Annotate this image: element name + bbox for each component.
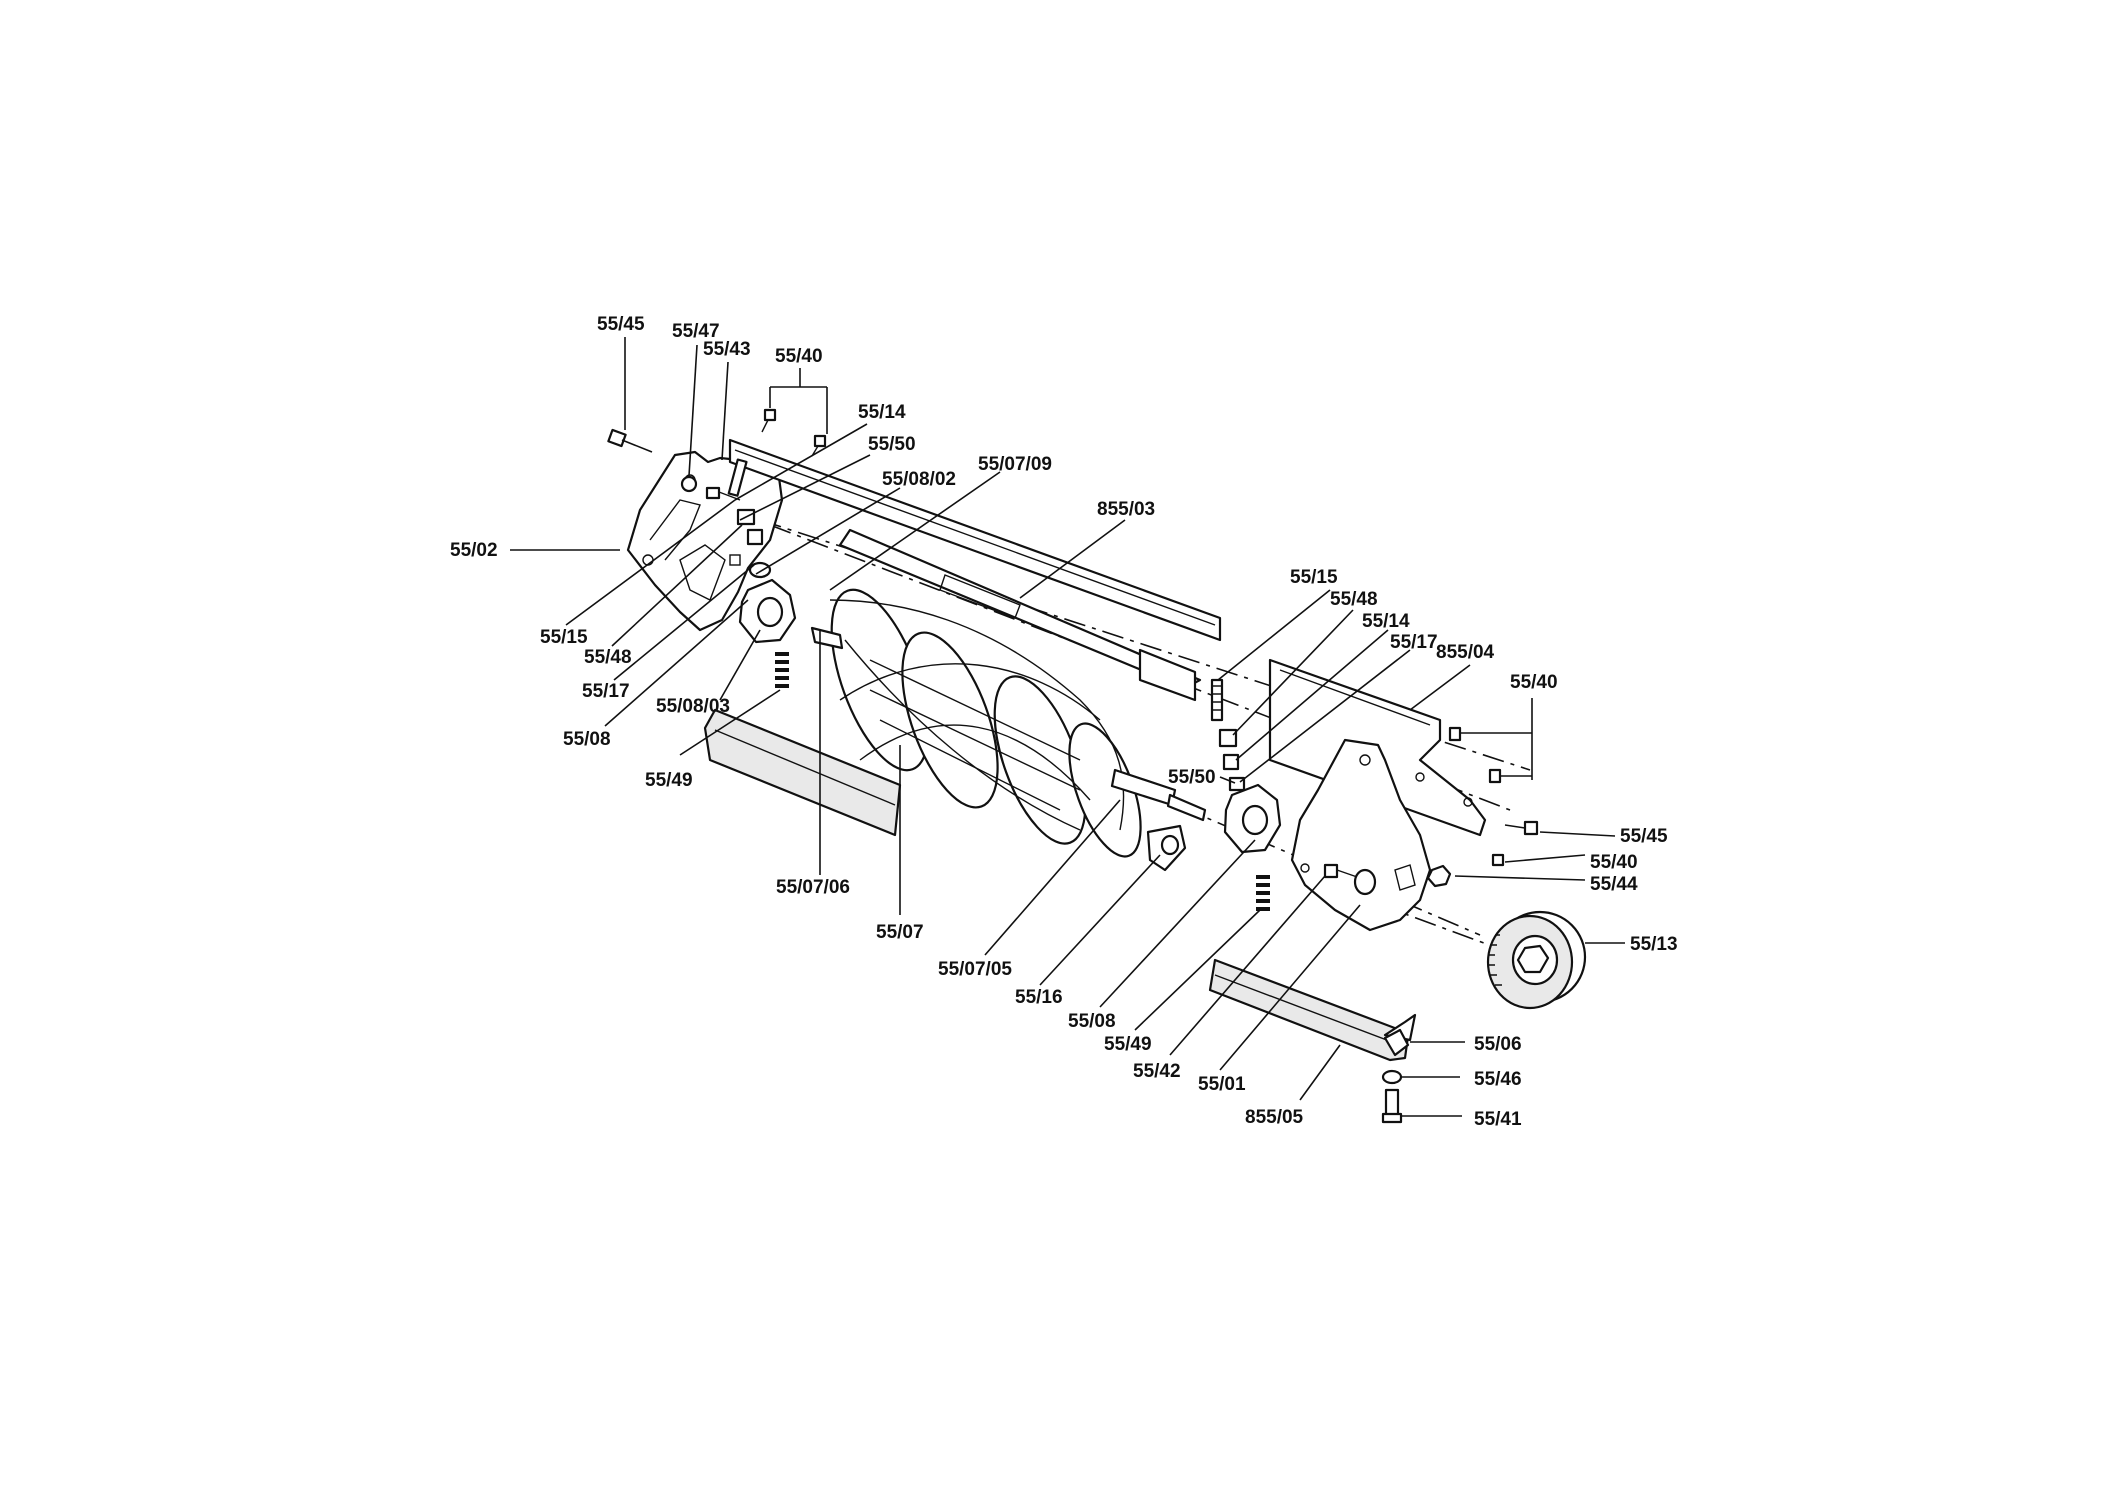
label-55-49-right: 55/49: [1104, 1034, 1152, 1055]
leader-lines: [510, 337, 1625, 1117]
label-55-48-left: 55/48: [584, 647, 632, 668]
label-855-05: 855/05: [1245, 1107, 1304, 1128]
label-55-14-left: 55/14: [858, 402, 906, 423]
label-55-14-right: 55/14: [1362, 611, 1410, 632]
cutting-cylinder: [810, 588, 1207, 858]
label-55-45-top: 55/45: [597, 314, 645, 335]
left-bottom-blade: [703, 708, 902, 837]
label-55-45-right: 55/45: [1620, 826, 1668, 847]
label-55-41: 55/41: [1474, 1109, 1522, 1130]
label-55-07: 55/07: [876, 922, 924, 943]
label-855-03: 855/03: [1097, 499, 1155, 520]
label-55-46: 55/46: [1474, 1069, 1522, 1090]
label-55-06: 55/06: [1474, 1034, 1522, 1055]
label-55-48-right: 55/48: [1330, 589, 1378, 610]
label-55-13: 55/13: [1630, 934, 1678, 955]
label-55-40-right: 55/40: [1510, 672, 1558, 693]
label-55-08-right: 55/08: [1068, 1011, 1116, 1032]
label-55-40-lower: 55/40: [1590, 852, 1638, 873]
label-55-16: 55/16: [1015, 987, 1063, 1008]
label-55-07-06: 55/07/06: [776, 877, 850, 898]
label-55-07-05: 55/07/05: [938, 959, 1012, 980]
label-55-17-right: 55/17: [1390, 632, 1438, 653]
label-55-50-right: 55/50: [1168, 767, 1216, 788]
label-55-07-09: 55/07/09: [978, 454, 1052, 475]
right-side-plate: [1290, 738, 1432, 932]
label-55-44: 55/44: [1590, 874, 1638, 895]
roller-wheel: [1486, 910, 1587, 1010]
label-55-50-left: 55/50: [868, 434, 916, 455]
label-55-42: 55/42: [1133, 1061, 1181, 1082]
label-855-04: 855/04: [1436, 642, 1495, 663]
front-roller-bar: [728, 438, 1222, 702]
part-labels: 55/45 55/47 55/43 55/40 55/14 55/50 55/0…: [450, 314, 1678, 1130]
label-55-08-03: 55/08/03: [656, 696, 730, 717]
label-55-17-left: 55/17: [582, 681, 630, 702]
label-55-15-left: 55/15: [540, 627, 588, 648]
label-55-43: 55/43: [703, 339, 751, 360]
label-55-08-02: 55/08/02: [882, 469, 956, 490]
label-55-02: 55/02: [450, 540, 498, 561]
label-55-01: 55/01: [1198, 1074, 1246, 1095]
label-55-08-left: 55/08: [563, 729, 611, 750]
label-55-47: 55/47: [672, 321, 720, 342]
label-55-15-right: 55/15: [1290, 567, 1338, 588]
label-55-49-left: 55/49: [645, 770, 693, 791]
label-55-40-top: 55/40: [775, 346, 823, 367]
